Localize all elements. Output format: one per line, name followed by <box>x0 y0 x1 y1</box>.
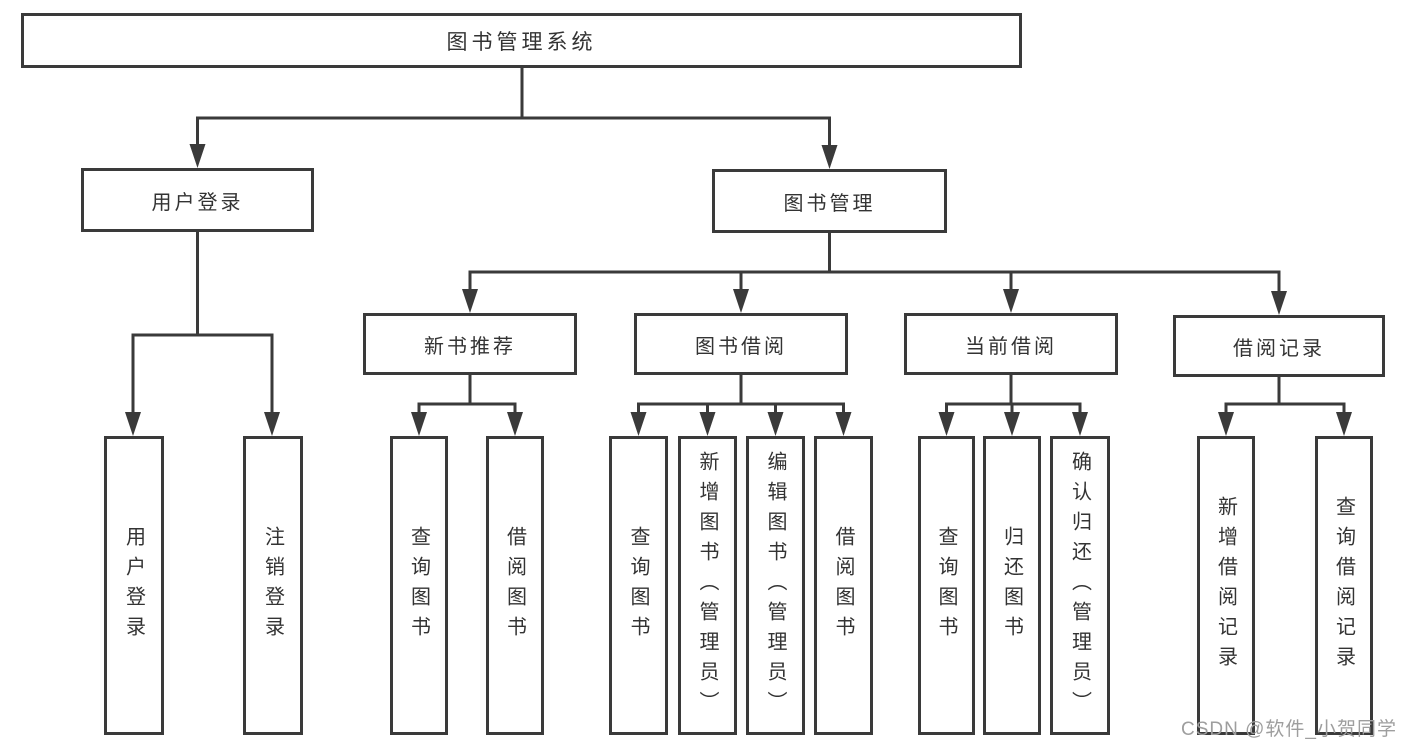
node-borrowing-records: 借阅记录 <box>1173 315 1385 377</box>
leaf-current-confirm-return-admin: 确认归还（管理员） <box>1050 436 1110 735</box>
leaf-current-query-books: 查询图书 <box>918 436 975 735</box>
node-new-book-recommendation: 新书推荐 <box>363 313 577 375</box>
leaf-records-add-record: 新增借阅记录 <box>1197 436 1255 735</box>
csdn-watermark: CSDN @软件_小贺同学 <box>1181 719 1397 740</box>
leaf-user-login: 用户登录 <box>104 436 164 735</box>
leaf-recommend-query-books: 查询图书 <box>390 436 448 735</box>
node-book-management: 图书管理 <box>712 169 947 233</box>
leaf-borrowing-add-books-admin: 新增图书（管理员） <box>678 436 737 735</box>
leaf-borrowing-edit-books-admin: 编辑图书（管理员） <box>746 436 805 735</box>
node-user-login: 用户登录 <box>81 168 314 232</box>
leaf-recommend-borrow-books: 借阅图书 <box>486 436 544 735</box>
leaf-current-return-books: 归还图书 <box>983 436 1041 735</box>
leaf-logout: 注销登录 <box>243 436 303 735</box>
leaf-borrowing-query-books: 查询图书 <box>609 436 668 735</box>
leaf-borrowing-borrow-books: 借阅图书 <box>814 436 873 735</box>
node-book-borrowing: 图书借阅 <box>634 313 848 375</box>
leaf-records-query-record: 查询借阅记录 <box>1315 436 1373 735</box>
node-current-borrowing: 当前借阅 <box>904 313 1118 375</box>
node-root-library-system: 图书管理系统 <box>21 13 1022 68</box>
